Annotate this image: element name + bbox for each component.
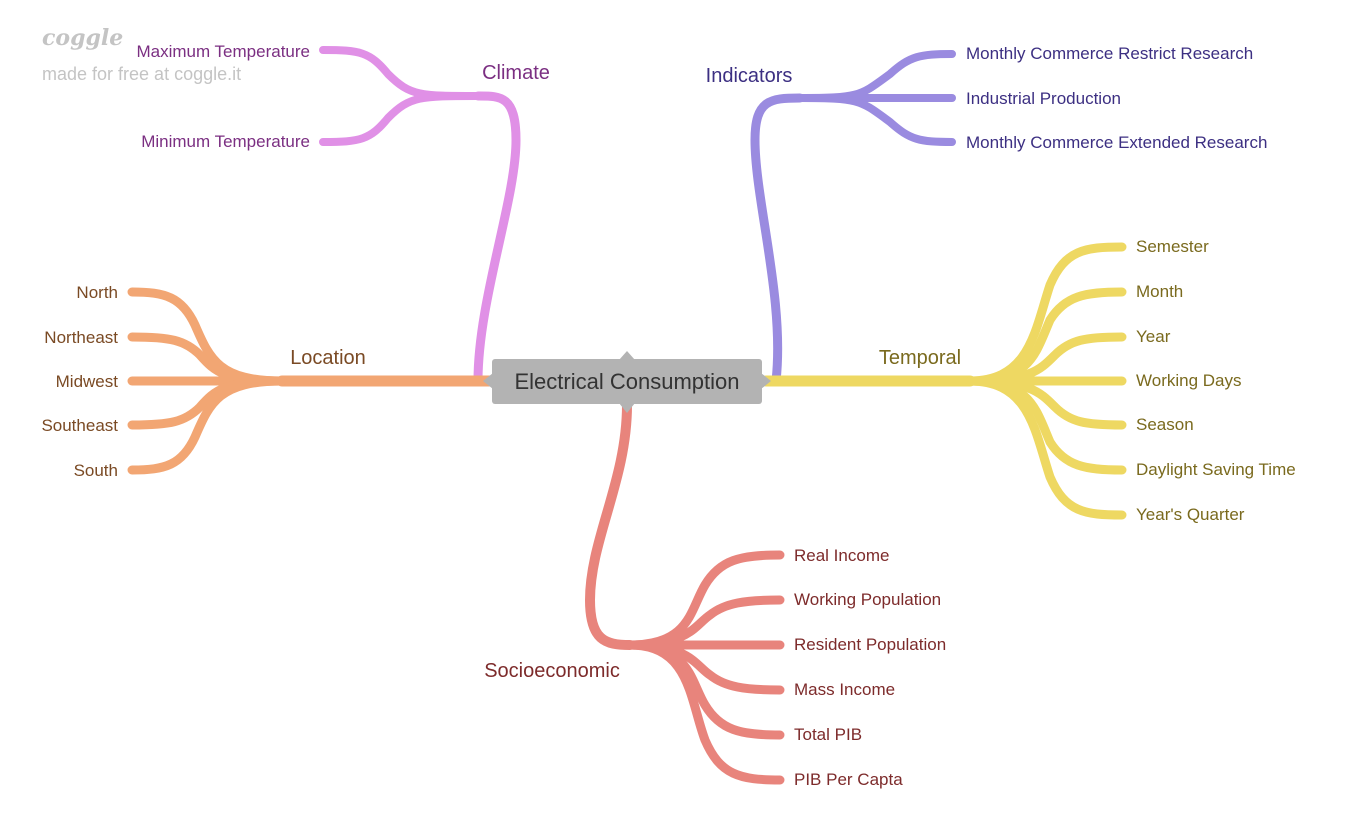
coggle-logo: coggle (42, 25, 123, 51)
connector-climate-max (319, 46, 482, 100)
connector-location-south (127, 376, 287, 475)
climate-item-max-temp[interactable]: Maximum Temperature (136, 42, 310, 61)
connector-climate-min (319, 92, 482, 146)
coggle-watermark: coggle made for free at coggle.it (42, 25, 241, 84)
branch-climate: Climate Maximum Temperature Minimum Temp… (136, 42, 550, 386)
center-node-right-notch (761, 373, 771, 389)
indicators-item-industrial-production[interactable]: Industrial Production (966, 89, 1121, 108)
temporal-item-working-days[interactable]: Working Days (1136, 371, 1242, 390)
location-item-north[interactable]: North (76, 283, 118, 302)
connector-indicators-extended (796, 94, 956, 146)
location-item-southeast[interactable]: Southeast (41, 416, 118, 435)
location-item-midwest[interactable]: Midwest (56, 372, 119, 391)
center-node-box (492, 359, 762, 404)
connector-socio-pib-capta (625, 640, 785, 785)
indicators-item-restrict-research[interactable]: Monthly Commerce Restrict Research (966, 44, 1253, 63)
branch-indicators: Indicators Monthly Commerce Restrict Res… (706, 44, 1267, 386)
center-node-left-notch (483, 373, 493, 389)
branch-temporal: Temporal Semester Month Year Working Day… (760, 237, 1296, 524)
branch-location: Location North Northeast Midwest Southea… (41, 283, 496, 480)
center-node[interactable]: Electrical Consumption (483, 351, 771, 413)
climate-label[interactable]: Climate (482, 62, 550, 84)
socio-item-working-population[interactable]: Working Population (794, 590, 941, 609)
socio-item-real-income[interactable]: Real Income (794, 546, 889, 565)
center-node-top-notch (619, 351, 635, 360)
connector-temporal-quarter (965, 376, 1127, 520)
indicators-label[interactable]: Indicators (706, 65, 793, 87)
connector-indicators (750, 93, 805, 386)
socio-item-mass-income[interactable]: Mass Income (794, 680, 895, 699)
socio-item-resident-population[interactable]: Resident Population (794, 635, 946, 654)
location-item-south[interactable]: South (74, 461, 118, 480)
temporal-item-year[interactable]: Year (1136, 327, 1171, 346)
connector-climate (473, 91, 521, 386)
climate-item-min-temp[interactable]: Minimum Temperature (141, 132, 310, 151)
location-label[interactable]: Location (290, 347, 366, 369)
connector-indicators-restrict (796, 50, 956, 102)
connector-socioeconomic (584, 400, 635, 650)
temporal-item-semester[interactable]: Semester (1136, 237, 1209, 256)
center-node-label: Electrical Consumption (515, 369, 740, 394)
indicators-item-extended-research[interactable]: Monthly Commerce Extended Research (966, 133, 1267, 152)
temporal-item-season[interactable]: Season (1136, 415, 1194, 434)
temporal-item-quarter[interactable]: Year's Quarter (1136, 505, 1245, 524)
temporal-item-daylight-saving[interactable]: Daylight Saving Time (1136, 460, 1296, 479)
location-item-northeast[interactable]: Northeast (44, 328, 118, 347)
coggle-tagline: made for free at coggle.it (42, 64, 241, 84)
socio-item-pib-per-capta[interactable]: PIB Per Capta (794, 770, 903, 789)
branch-socioeconomic: Socioeconomic Real Income Working Popula… (484, 400, 946, 789)
socio-item-total-pib[interactable]: Total PIB (794, 725, 862, 744)
temporal-item-month[interactable]: Month (1136, 282, 1183, 301)
connector-socio-working-pop (625, 595, 785, 650)
temporal-label[interactable]: Temporal (879, 347, 961, 369)
center-node-bottom-notch (619, 403, 635, 413)
socioeconomic-label[interactable]: Socioeconomic (484, 660, 620, 682)
